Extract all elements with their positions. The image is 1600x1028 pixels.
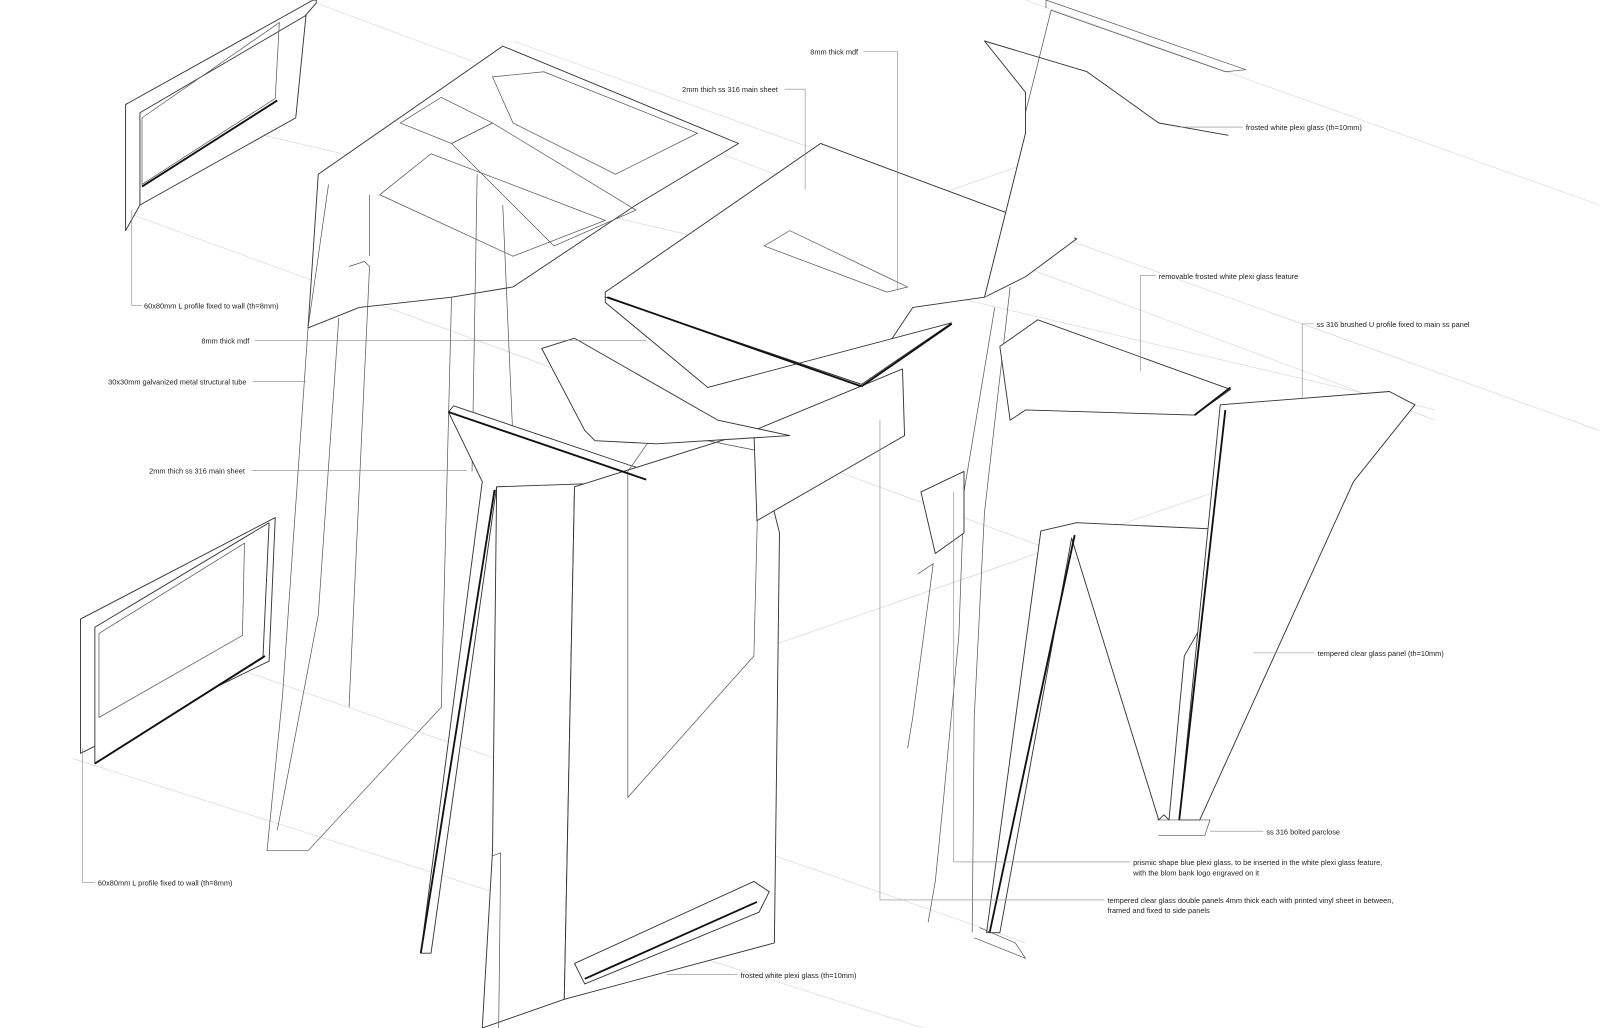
label-tube: 30x30mm galvanized metal structural tube [108,377,246,386]
label-tempered-panel: tempered clear glass panel (th=10mm) [1318,649,1444,658]
bottom-plexi [492,852,770,1028]
label-double-panels-line2: framed and fixed to side panels [1107,906,1210,915]
label-ss-sheet-top: 2mm thich ss 316 main sheet [682,85,778,94]
label-l-profile-top: 60x80mm L profile fixed to wall (th=8mm) [144,302,278,311]
label-frosted-plexi-bottom: frosted white plexi glass (th=10mm) [741,971,857,980]
label-mdf-top: 8mm thick mdf [810,47,859,56]
label-parclose: ss 316 bolted parclose [1266,827,1340,836]
leader-lines [82,50,1315,976]
annotation-labels: 8mm thick mdf 2mm thich ss 316 main shee… [98,47,1470,979]
label-u-profile: ss 316 brushed U profile fixed to main s… [1317,320,1470,329]
label-double-panels-line1: tempered clear glass double panels 4mm t… [1107,896,1393,905]
label-prismic-line1: prismic shape blue plexi glass, to be in… [1133,858,1382,867]
label-mdf-left: 8mm thick mdf [201,336,250,345]
structural-frame [266,45,739,852]
main-ss-panel [419,337,906,1028]
l-profile-top [125,0,317,232]
label-prismic-line2: with the blom bank logo engraved on it [1132,868,1259,877]
l-profile-bottom [80,517,276,765]
label-ss-sheet-left: 2mm thich ss 316 main sheet [149,467,245,476]
top-sheets [604,143,1078,388]
label-frosted-plexi-top: frosted white plexi glass (th=10mm) [1246,123,1362,132]
label-removable-feature: removable frosted white plexi glass feat… [1159,272,1299,281]
side-panel [907,0,1246,933]
removable-plexi-feature [999,319,1232,421]
glass-panels [974,391,1416,960]
label-l-profile-bottom: 60x80mm L profile fixed to wall (th=8mm) [98,879,232,888]
